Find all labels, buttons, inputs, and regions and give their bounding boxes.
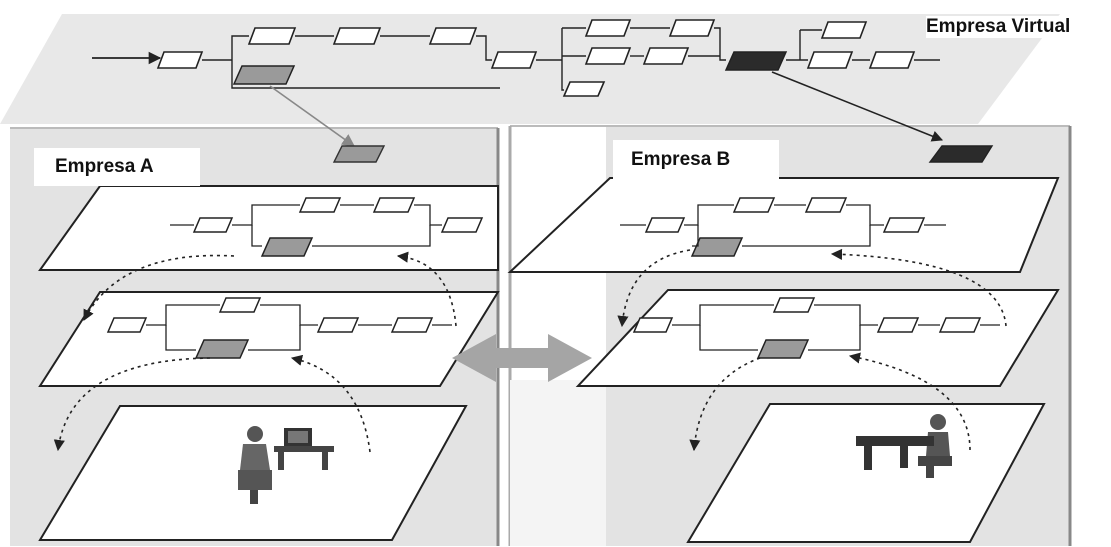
person-at-workstation-icon: [238, 426, 334, 504]
feedback-arrows-a: [53, 251, 457, 453]
company-b-activity-plane: [575, 289, 1060, 387]
mapping-arrow-b: [771, 71, 944, 142]
virtual-task-light: [232, 65, 296, 85]
feedback-arrows-b: [617, 248, 1007, 452]
exchange-double-arrow: [452, 334, 592, 382]
company-a-activity-plane: [38, 291, 500, 387]
mapping-arrow-a: [269, 85, 356, 147]
company-a-process-plane: [38, 185, 499, 271]
company-b-label: Empresa B: [613, 140, 779, 182]
company-a-task-marker: [332, 145, 386, 163]
person-at-machine-icon: [856, 414, 952, 478]
virtual-process-boxes: [156, 19, 916, 97]
virtual-process-lines: [202, 27, 940, 91]
virtual-enterprise-plane: [0, 14, 1060, 124]
company-b-task-marker: [928, 145, 994, 163]
company-a-label: Empresa A: [34, 148, 200, 186]
company-b-process-plane: [507, 177, 1060, 273]
virtual-enterprise-label: Empresa Virtual: [926, 16, 1071, 38]
virtual-task-dark: [724, 51, 788, 71]
